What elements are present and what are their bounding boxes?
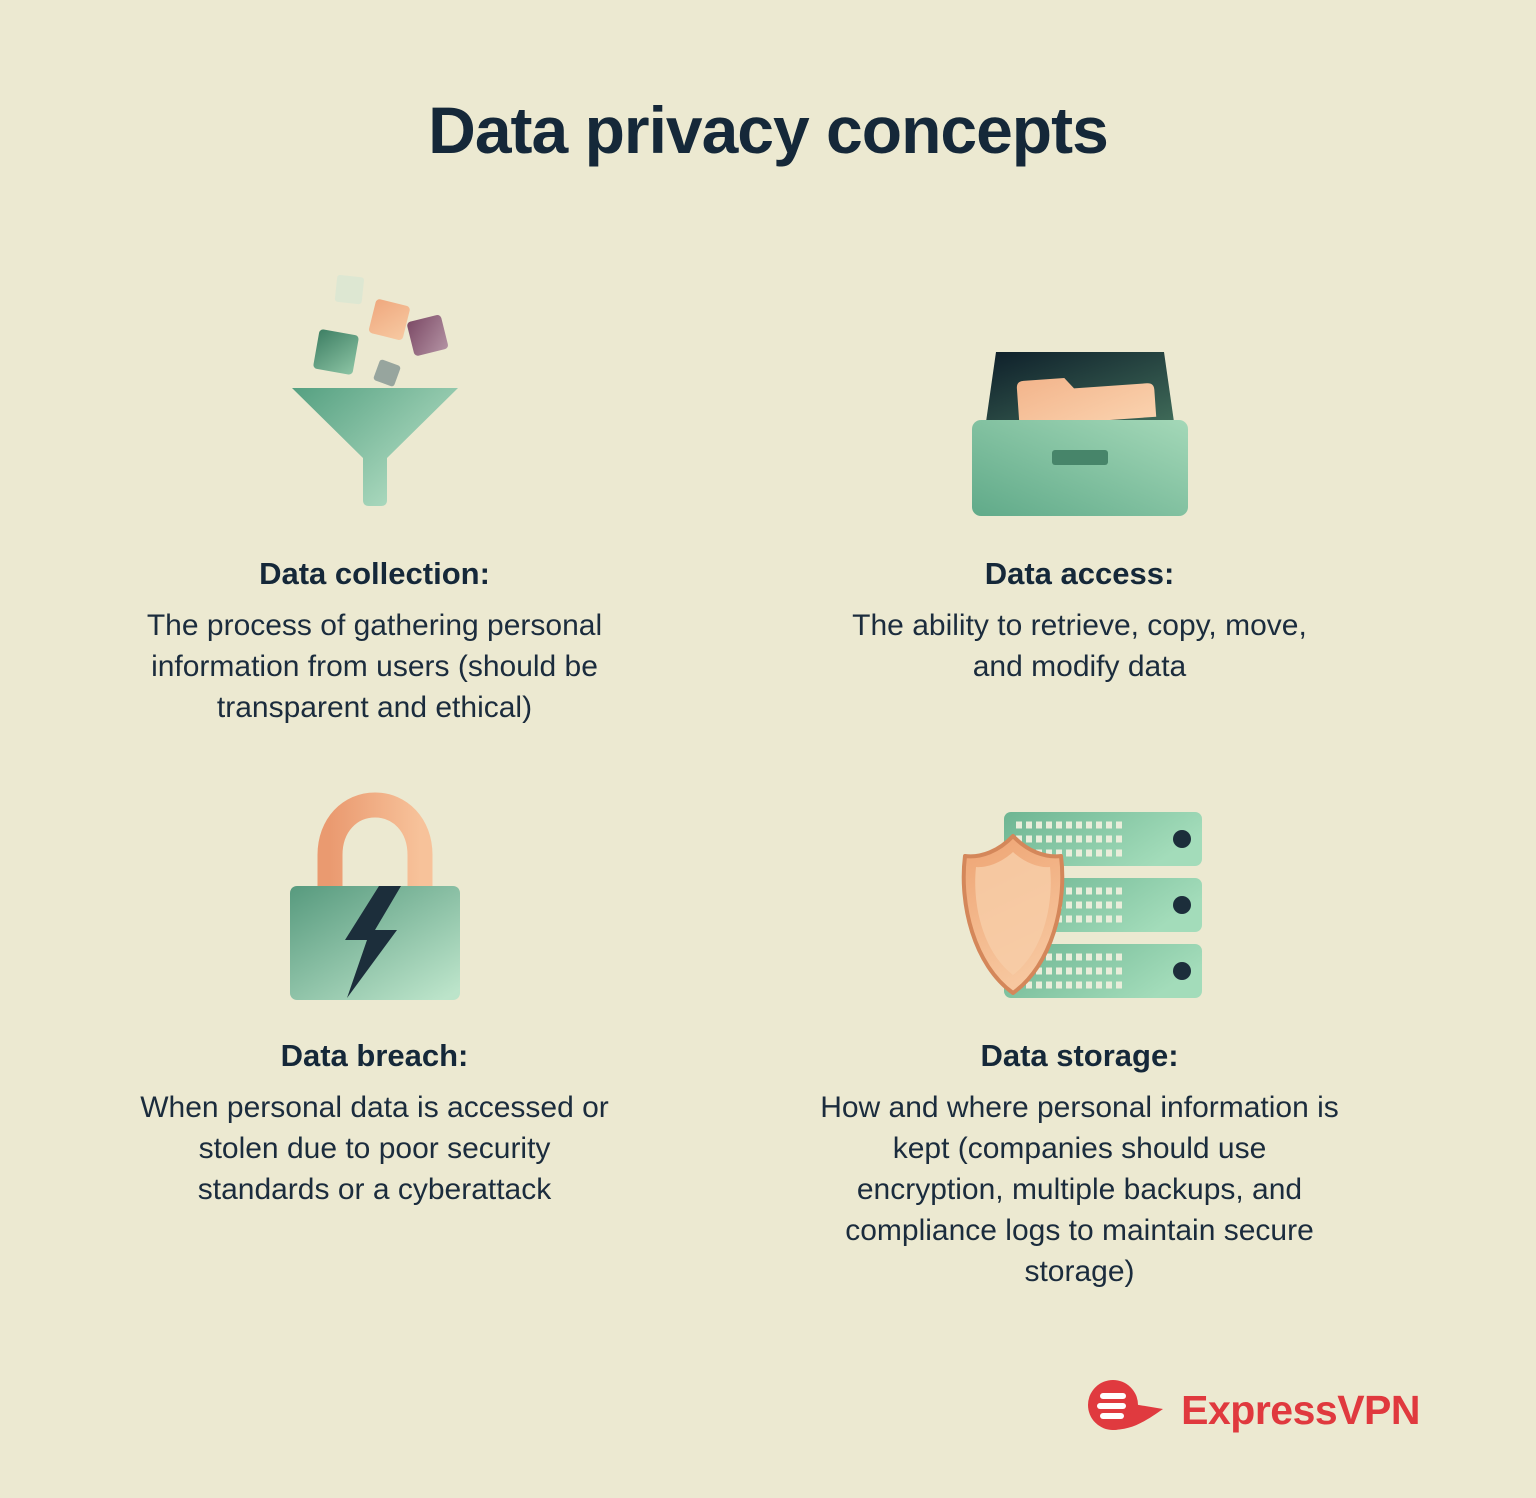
concept-description: When personal data is accessed or stolen…	[140, 1091, 609, 1206]
concepts-grid: Data collection: The process of gatherin…	[22, 268, 1536, 1292]
concept-title: Data access:	[984, 556, 1175, 591]
concept-data-storage: Data storage: How and where personal inf…	[727, 790, 1432, 1292]
concept-title: Data collection:	[259, 556, 490, 591]
concept-data-breach: Data breach: When personal data is acces…	[22, 790, 727, 1292]
funnel-icon	[286, 268, 464, 520]
page-title: Data privacy concepts	[428, 93, 1109, 167]
expressvpn-logo-icon	[1081, 1379, 1165, 1442]
concept-description: The ability to retrieve, copy, move, and…	[852, 609, 1307, 683]
brand-footer: ExpressVPN	[1081, 1379, 1420, 1442]
infographic: Data privacy concepts	[22, 93, 1536, 1433]
concept-title: Data storage:	[980, 1038, 1179, 1074]
concept-description: The process of gathering personal inform…	[146, 609, 603, 724]
brand-wordmark: ExpressVPN	[1181, 1387, 1420, 1433]
concept-title: Data breach:	[280, 1038, 469, 1074]
broken-padlock-icon	[289, 790, 461, 1002]
file-drawer-icon	[968, 268, 1192, 520]
shield-servers-icon	[954, 790, 1206, 1002]
concept-data-collection: Data collection: The process of gatherin…	[22, 268, 727, 728]
concept-data-access: Data access: The ability to retrieve, co…	[727, 268, 1432, 728]
concept-description: How and where personal information is ke…	[820, 1091, 1339, 1288]
